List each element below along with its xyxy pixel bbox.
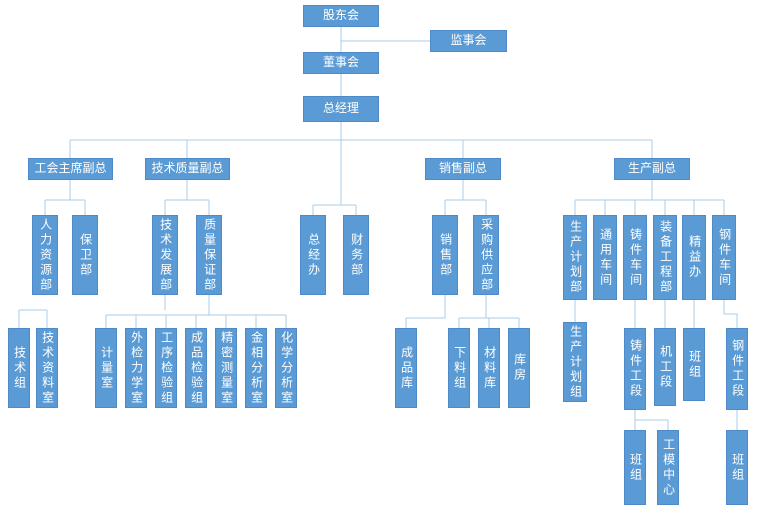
org-node-process-inspection-group[interactable]: 工序检验组	[155, 328, 177, 408]
org-node-lean-office[interactable]: 精益办	[682, 215, 706, 300]
org-node-supervisory-board[interactable]: 监事会	[430, 30, 507, 52]
org-node-security-dept[interactable]: 保卫部	[72, 215, 98, 295]
vp-distribution-connector	[69, 139, 653, 158]
org-node-chemical-analysis-room[interactable]: 化学分析室	[275, 328, 297, 408]
sales-vp-children-connector	[444, 180, 487, 215]
org-node-tech-group[interactable]: 技术组	[8, 328, 30, 408]
tech-dev-children-connector	[18, 295, 166, 328]
org-node-prod-planning-group[interactable]: 生产计划组	[563, 322, 587, 402]
org-node-casting-section[interactable]: 铸件工段	[624, 328, 646, 410]
org-node-steel-team[interactable]: 班组	[726, 430, 748, 505]
org-node-qa-dept[interactable]: 质量保证部	[196, 215, 222, 295]
org-node-machine-section[interactable]: 机工段	[654, 328, 676, 406]
procurement-children-connector	[458, 295, 520, 328]
org-node-finance-dept[interactable]: 财务部	[343, 215, 369, 295]
org-node-finished-goods-store[interactable]: 成品库	[395, 328, 417, 408]
org-node-warehouse[interactable]: 库房	[508, 328, 530, 408]
org-node-metrology-room[interactable]: 计量室	[95, 328, 117, 408]
org-node-union-chair-vp[interactable]: 工会主席副总	[28, 158, 113, 180]
org-node-casting-workshop[interactable]: 铸件车间	[623, 215, 647, 300]
org-node-production-vp[interactable]: 生产副总	[614, 158, 690, 180]
tech-vp-children-connector	[164, 180, 210, 215]
sales-dept-children-connector	[405, 295, 446, 328]
org-node-gm-office[interactable]: 总经办	[300, 215, 326, 295]
org-node-mech-inspection-room[interactable]: 外检力学室	[125, 328, 147, 408]
org-node-shareholders[interactable]: 股东会	[303, 5, 379, 27]
qa-children-connector	[105, 295, 287, 328]
org-node-tooling-center[interactable]: 工模中心	[657, 430, 679, 505]
org-node-general-workshop[interactable]: 通用车间	[593, 215, 617, 300]
org-node-casting-team[interactable]: 班组	[624, 430, 646, 505]
union-vp-children-connector	[44, 180, 86, 215]
org-node-product-inspection-group[interactable]: 成品检验组	[185, 328, 207, 408]
org-node-steel-section[interactable]: 钢件工段	[726, 328, 748, 410]
org-node-metallographic-room[interactable]: 金相分析室	[245, 328, 267, 408]
org-node-tech-dev-dept[interactable]: 技术发展部	[152, 215, 178, 295]
org-node-hr-dept[interactable]: 人力资源部	[32, 215, 58, 295]
org-node-board-of-directors[interactable]: 董事会	[303, 52, 379, 74]
org-node-sales-dept[interactable]: 销售部	[432, 215, 458, 295]
org-node-steel-workshop[interactable]: 钢件车间	[712, 215, 736, 300]
org-node-material-store[interactable]: 材料库	[478, 328, 500, 408]
org-node-lean-team[interactable]: 班组	[683, 328, 705, 401]
org-node-tech-archive-room[interactable]: 技术资料室	[36, 328, 58, 408]
prod-vp-children-connector	[574, 180, 725, 215]
org-node-prod-planning-dept[interactable]: 生产计划部	[563, 215, 587, 300]
org-node-equipment-eng-dept[interactable]: 装备工程部	[653, 215, 677, 300]
gm-direct-children-connector	[312, 204, 357, 215]
org-node-tech-quality-vp[interactable]: 技术质量副总	[145, 158, 230, 180]
production-children-connector	[574, 300, 738, 328]
org-node-cutting-group[interactable]: 下料组	[448, 328, 470, 408]
org-node-precision-measure-room[interactable]: 精密测量室	[215, 328, 237, 408]
org-node-sales-vp[interactable]: 销售副总	[425, 158, 501, 180]
org-node-general-manager[interactable]: 总经理	[303, 96, 379, 122]
org-node-procurement-dept[interactable]: 采购供应部	[473, 215, 499, 295]
casting-section-children-connector	[634, 410, 669, 430]
